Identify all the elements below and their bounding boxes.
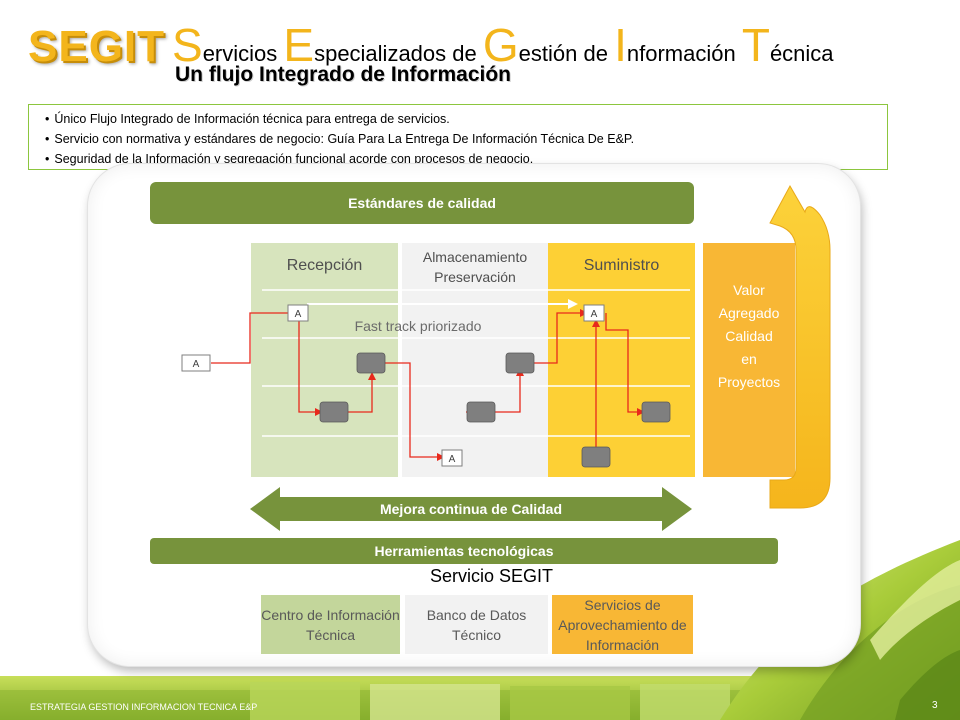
node-a-label: A [295, 309, 302, 320]
gray-nodes [319, 352, 671, 468]
service-box-centro: Centro de Información Técnica [261, 595, 400, 654]
segit-logo: SEGIT [28, 22, 166, 71]
column-recepcion: Recepción [251, 243, 398, 477]
a-nodes [181, 304, 605, 467]
valor-agregado-text: Valor Agregado Calidad en Proyectos [703, 279, 795, 394]
node-a-label: A [449, 454, 456, 465]
title-word: écnica [769, 41, 834, 66]
bullet-item: Único Flujo Integrado de Información téc… [45, 109, 879, 129]
suministro-label: Suministro [583, 257, 660, 274]
service-box-label: Banco de Datos Técnico [426, 606, 527, 643]
servicio-segit-label: Servicio SEGIT [430, 566, 554, 586]
node-gray [505, 352, 535, 374]
valor-line: en [741, 351, 757, 367]
node-a [441, 449, 463, 467]
bullet-item: Servicio con normativa y estándares de n… [45, 129, 879, 149]
fast-track-label: Fast track priorizado [355, 318, 482, 334]
node-gray [466, 401, 496, 423]
lane-lines [262, 289, 690, 437]
preservacion-label: Preservación [434, 269, 516, 285]
title-capital: S [172, 19, 203, 71]
almacenamiento-header: Almacenamiento Preservación [402, 247, 548, 287]
herramientas-label: Herramientas tecnológicas [374, 543, 554, 559]
title-word: estión de [518, 41, 608, 66]
node-a [583, 304, 605, 322]
node-a [181, 354, 211, 372]
node-a [287, 304, 309, 322]
estandares-bar: Estándares de calidad [150, 182, 694, 224]
page-number: 3 [932, 700, 938, 711]
service-box-label: Servicios de Aprovechamiento de Informac… [558, 596, 687, 653]
node-gray [356, 352, 386, 374]
title-capital: T [741, 19, 770, 71]
node-a-label: A [193, 359, 200, 370]
service-box-banco: Banco de Datos Técnico [405, 595, 548, 654]
footer-text: ESTRATEGIA GESTION INFORMACION TECNICA E… [30, 702, 258, 712]
flow-connectors [211, 312, 641, 458]
page-title: Servicios Especializados de Gestión de I… [172, 18, 834, 72]
node-gray [319, 401, 349, 423]
title-capital: G [482, 19, 519, 71]
bullet-item: Seguridad de la Información y segregació… [45, 149, 879, 169]
node-gray [581, 446, 611, 468]
feedback-arrow [769, 184, 831, 509]
valor-line: Valor [733, 282, 765, 298]
estandares-label: Estándares de calidad [348, 195, 496, 211]
title-capital: I [614, 19, 627, 71]
valor-line: Calidad [725, 328, 773, 344]
title-capital: E [283, 19, 315, 71]
herramientas-bar: Herramientas tecnológicas [150, 538, 778, 564]
valor-line: Proyectos [717, 374, 781, 390]
node-gray [641, 401, 671, 423]
valor-line: Agregado [718, 305, 780, 321]
column-suministro: Suministro [548, 243, 695, 477]
node-a-label: A [591, 309, 598, 320]
title-word: nformación [626, 41, 736, 66]
mejora-continua-arrow [250, 487, 692, 531]
a-node-labels: A A A A [193, 309, 598, 465]
mejora-continua-label: Mejora continua de Calidad [380, 501, 562, 517]
title-word: specializados de [314, 41, 477, 66]
recepcion-label: Recepción [286, 257, 363, 274]
service-box-aprovechamiento: Servicios de Aprovechamiento de Informac… [552, 595, 693, 654]
almacenamiento-label: Almacenamiento [422, 249, 528, 265]
fast-track-arrowhead [568, 299, 578, 309]
title-word: ervicios [202, 41, 278, 66]
column-valor-agregado: Valor Agregado Calidad en Proyectos [703, 243, 795, 477]
page-subtitle: Un flujo Integrado de Información [175, 63, 511, 86]
service-box-label: Centro de Información Técnica [261, 606, 400, 643]
